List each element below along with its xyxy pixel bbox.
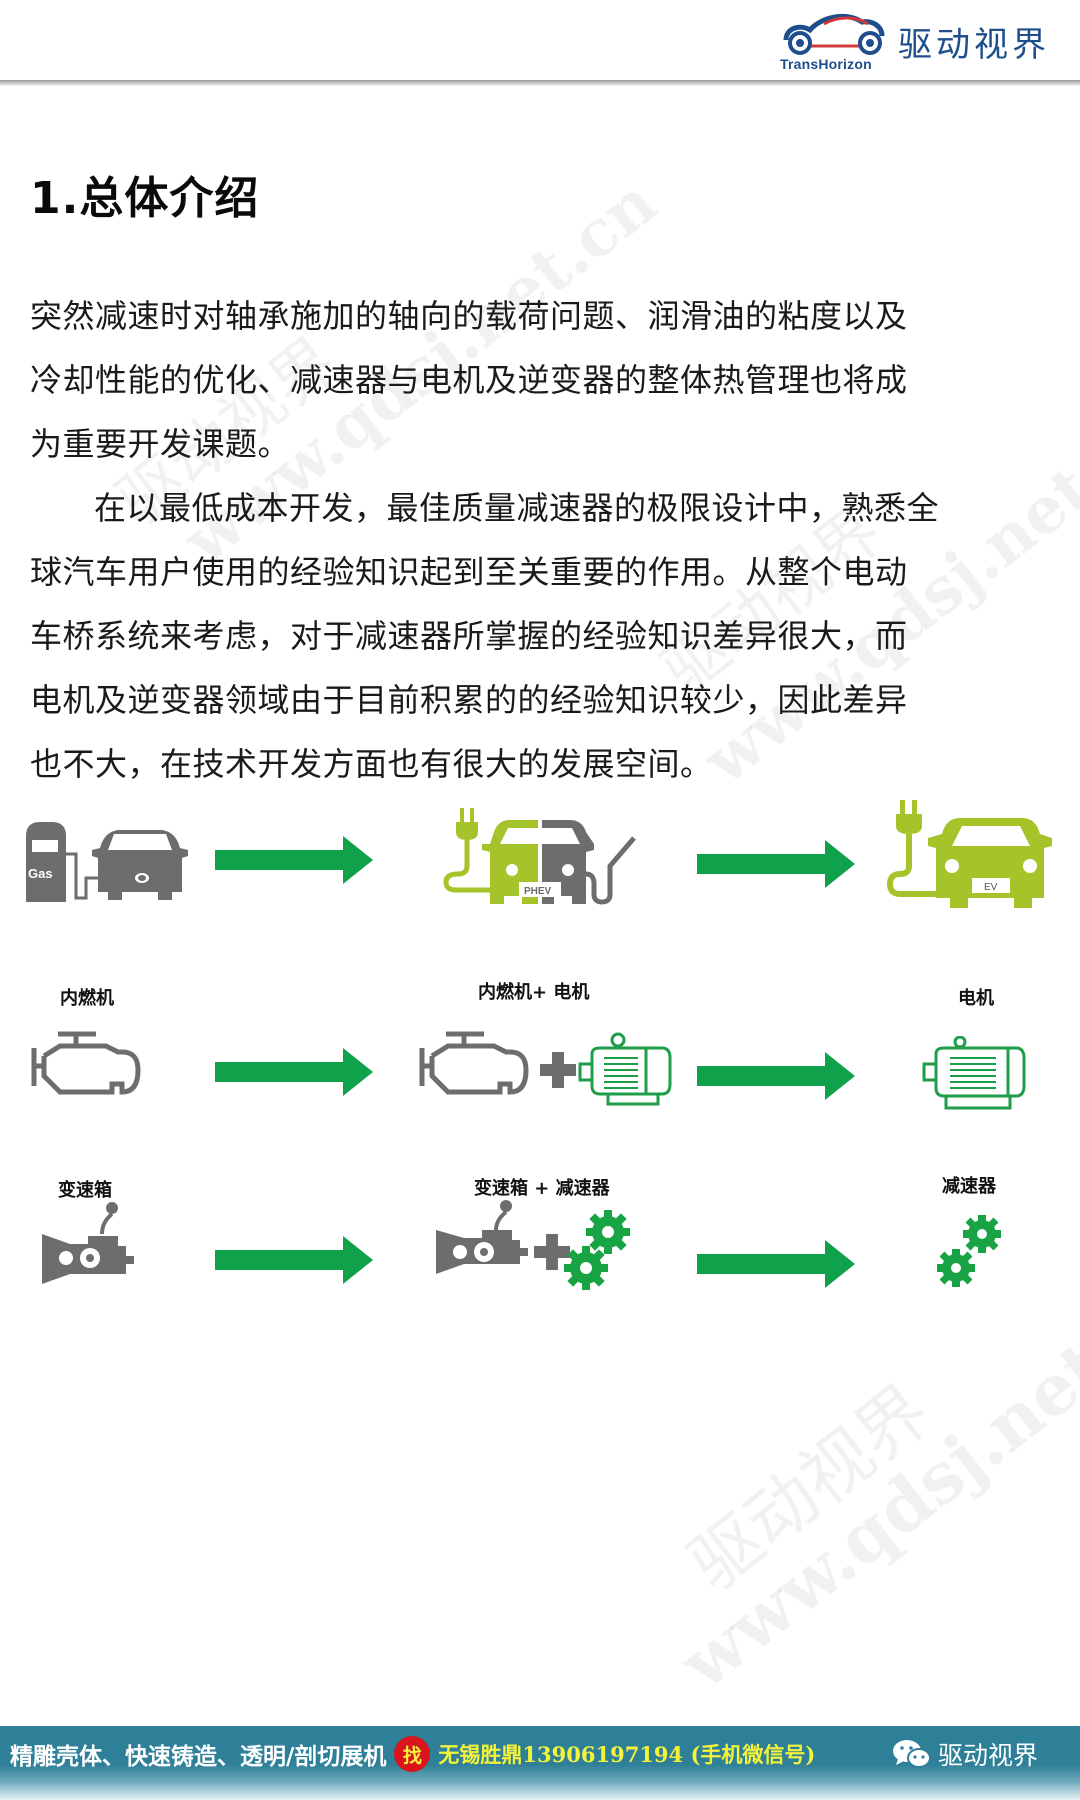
right-arrow-icon bbox=[697, 1052, 855, 1100]
contact-text: 无锡胜鼎13906197194 (手机微信号) bbox=[438, 1742, 816, 1767]
gas-pump-car-icon: Gas bbox=[22, 820, 197, 906]
right-arrow-icon bbox=[215, 836, 373, 884]
stage-label: 电机 bbox=[958, 988, 994, 1009]
find-badge: 找 bbox=[394, 1736, 431, 1772]
page-title: 1.总体介绍 bbox=[30, 173, 260, 224]
stage-label: 变速箱 bbox=[58, 1180, 112, 1201]
electric-motor-icon bbox=[922, 1035, 1028, 1120]
gearbox-icon bbox=[40, 1200, 140, 1294]
powertrain-evolution-diagram: Gas PHEV bbox=[0, 790, 1080, 1310]
car-cloud-logo-icon: TransHorizon bbox=[778, 10, 890, 72]
text-line: 为重要开发课题。 bbox=[30, 425, 291, 463]
green-gear-icon bbox=[586, 1210, 630, 1254]
logo-name: 驱动视界 bbox=[898, 24, 1050, 65]
wechat-icon bbox=[893, 1740, 931, 1768]
gas-label: Gas bbox=[28, 866, 53, 881]
logo-subtitle: TransHorizon bbox=[780, 56, 872, 72]
text-line: 也不大，在技术开发方面也有很大的发展空间。 bbox=[30, 745, 713, 783]
stage-label: 内燃机+ 电机 bbox=[478, 982, 590, 1003]
stage-label: 变速箱 + 减速器 bbox=[474, 1178, 610, 1199]
text-line: 在以最低成本开发，最佳质量减速器的极限设计中，熟悉全 bbox=[94, 489, 940, 527]
phev-car-icon: PHEV bbox=[438, 808, 643, 912]
phev-label: PHEV bbox=[524, 886, 552, 897]
engine-icon bbox=[30, 1030, 142, 1104]
text-line: 车桥系统来考虑，对于减速器所掌握的经验知识差异很大，而 bbox=[30, 617, 908, 655]
stage-label: 减速器 bbox=[942, 1176, 996, 1197]
right-arrow-icon bbox=[215, 1236, 373, 1284]
right-arrow-icon bbox=[215, 1048, 373, 1096]
promo-text: 精雕壳体、快速铸造、透明/剖切展机 bbox=[10, 1743, 387, 1770]
stage-label: 内燃机 bbox=[60, 988, 114, 1009]
footer-promo-bar: 精雕壳体、快速铸造、透明/剖切展机 找 无锡胜鼎13906197194 (手机微… bbox=[0, 1726, 1080, 1800]
green-gear-icon bbox=[564, 1246, 608, 1290]
body-text: 突然减速时对轴承施加的轴向的载荷问题、润滑油的粘度以及 冷却性能的优化、减速器与… bbox=[30, 284, 1050, 796]
text-line: 电机及逆变器领域由于目前积累的的经验知识较少，因此差异 bbox=[30, 681, 908, 719]
page-header: TransHorizon 驱动视界 bbox=[0, 0, 1080, 82]
wechat-account-name: 驱动视界 bbox=[938, 1741, 1039, 1770]
text-line: 突然减速时对轴承施加的轴向的载荷问题、润滑油的粘度以及 bbox=[30, 297, 908, 335]
text-line: 球汽车用户使用的经验知识起到至关重要的作用。从整个电动 bbox=[30, 553, 908, 591]
right-arrow-icon bbox=[697, 840, 855, 888]
header-divider bbox=[0, 80, 1080, 86]
right-arrow-icon bbox=[697, 1240, 855, 1288]
reducer-gears-icon bbox=[936, 1212, 1006, 1296]
ev-label: EV bbox=[984, 882, 998, 893]
watermark-text: 驱动视界 bbox=[674, 1369, 946, 1607]
text-line: 冷却性能的优化、减速器与电机及逆变器的整体热管理也将成 bbox=[30, 361, 908, 399]
watermark-url: www.qdsj.net.cn bbox=[665, 1251, 1080, 1706]
gearbox-plus-reducer-icon bbox=[434, 1198, 634, 1298]
engine-plus-motor-icon bbox=[418, 1024, 673, 1110]
brand-logo: TransHorizon 驱动视界 bbox=[778, 10, 1050, 72]
ev-car-icon: EV bbox=[886, 800, 1061, 914]
